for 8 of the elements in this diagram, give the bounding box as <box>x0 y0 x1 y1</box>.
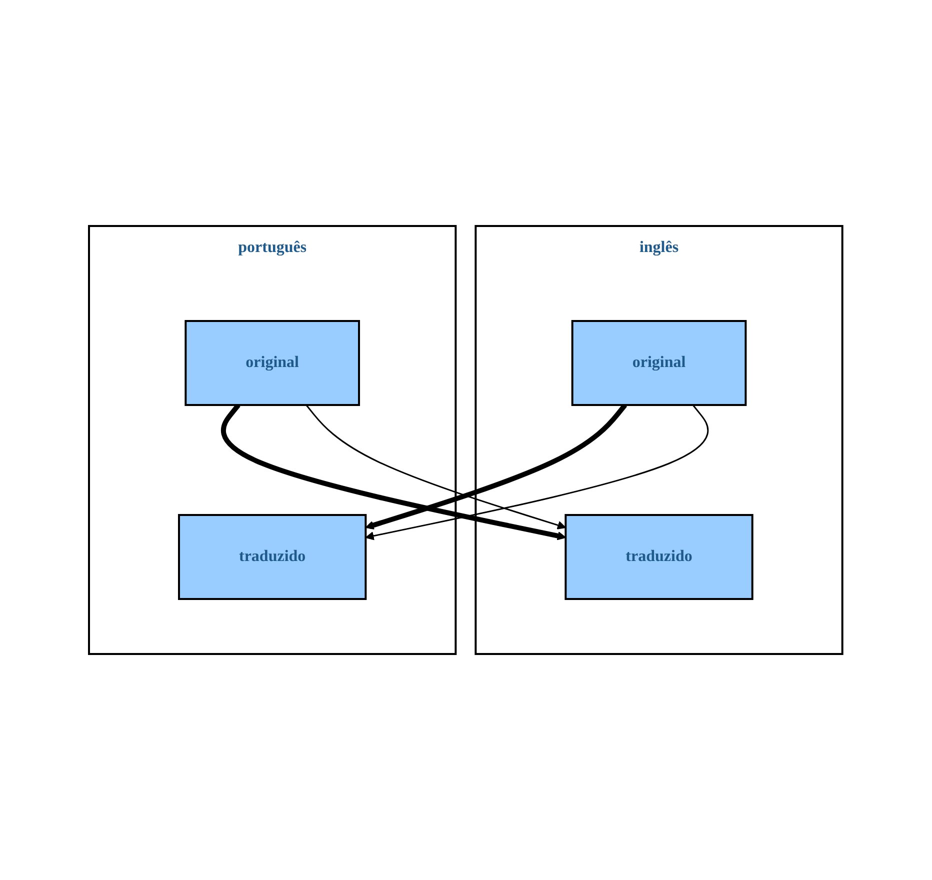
arrow <box>366 404 709 540</box>
document-box: traduzido <box>565 514 754 600</box>
column-heading: português <box>238 239 307 256</box>
document-box: traduzido <box>178 514 367 600</box>
document-box: original <box>572 320 747 406</box>
column-heading: inglês <box>640 239 679 256</box>
arrow <box>306 404 566 530</box>
document-box: original <box>185 320 360 406</box>
